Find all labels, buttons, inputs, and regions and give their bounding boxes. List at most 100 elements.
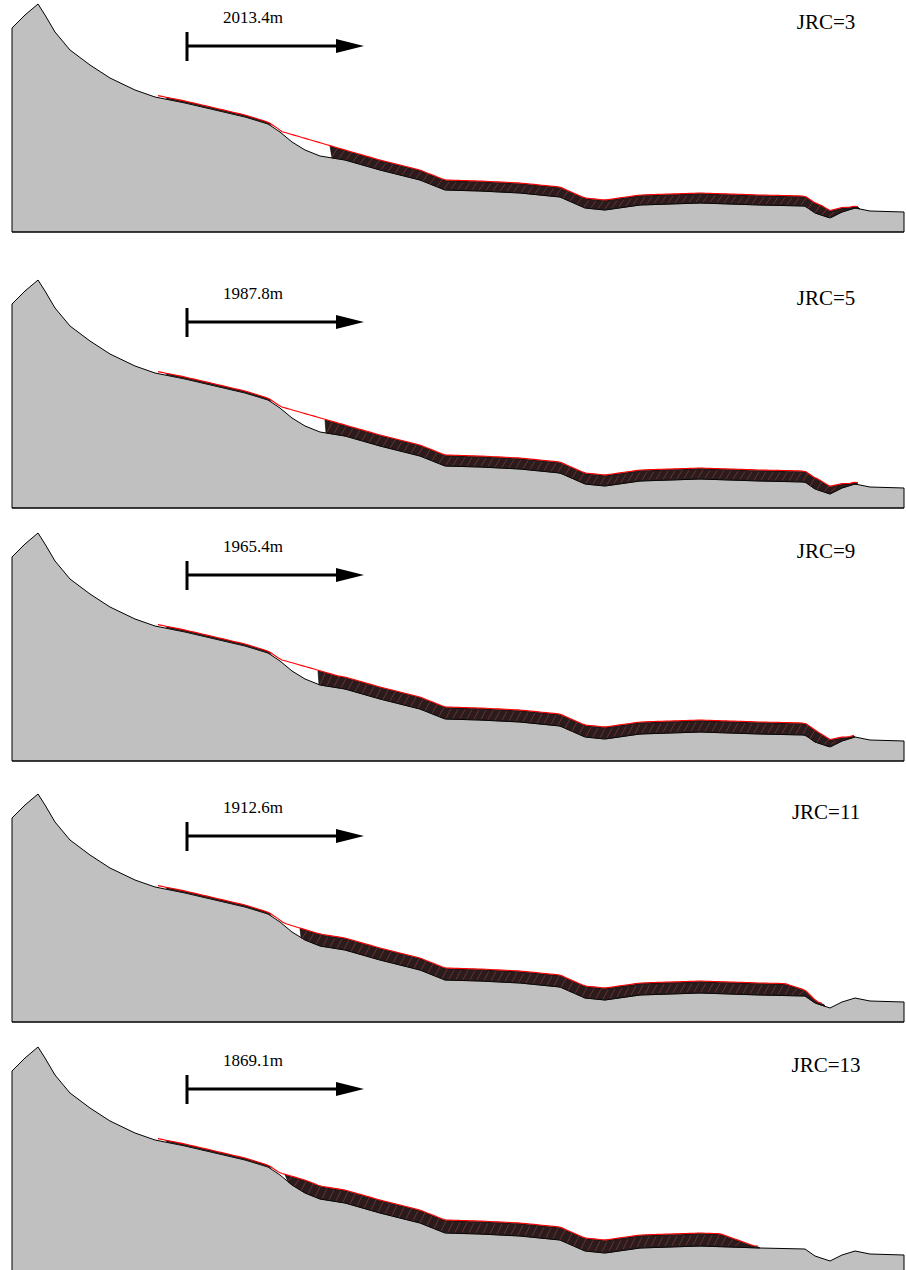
block-texture — [526, 974, 531, 983]
block-texture — [439, 707, 444, 716]
block-texture — [654, 196, 659, 203]
terrain-profile — [12, 533, 904, 761]
block-texture — [449, 970, 454, 979]
block-texture — [693, 1235, 698, 1245]
jrc-value: JRC=11 — [792, 802, 860, 823]
block-texture — [502, 459, 507, 467]
block-texture — [691, 722, 696, 731]
block-texture — [782, 725, 787, 734]
block-texture — [425, 702, 430, 711]
arrow-head — [336, 568, 364, 582]
block-texture — [775, 724, 780, 733]
block-texture — [505, 972, 510, 981]
block-texture — [747, 472, 752, 480]
block-texture — [493, 184, 498, 191]
block-texture — [521, 185, 526, 192]
block-texture — [710, 195, 715, 202]
block-texture — [735, 1242, 740, 1246]
block-texture — [442, 970, 447, 979]
block-texture — [698, 722, 703, 731]
block-texture — [322, 1189, 327, 1199]
block-texture — [726, 471, 731, 479]
block-texture — [330, 938, 335, 947]
block-texture — [635, 472, 640, 480]
arrow-shaft — [187, 45, 340, 48]
block-texture — [365, 946, 370, 955]
block-texture — [731, 196, 736, 203]
block-texture — [558, 464, 563, 472]
block-texture — [477, 971, 482, 980]
block-texture — [817, 482, 822, 490]
block-texture — [404, 444, 409, 452]
block-texture — [588, 1241, 593, 1251]
block-texture — [714, 1236, 719, 1246]
block-texture — [701, 983, 706, 992]
baseline — [12, 232, 904, 233]
block-texture — [537, 714, 542, 723]
block-texture — [467, 458, 472, 466]
runout-distance: 2013.4m — [223, 9, 283, 26]
block-texture — [680, 984, 685, 993]
block-texture — [563, 191, 568, 198]
block-texture — [754, 472, 759, 480]
block-texture — [479, 183, 484, 190]
block-texture — [346, 153, 351, 160]
block-texture — [645, 985, 650, 994]
block-texture — [591, 201, 596, 208]
block-texture — [644, 1237, 649, 1247]
block-texture — [393, 954, 398, 963]
block-texture — [600, 729, 605, 738]
block-texture — [705, 722, 710, 731]
block-texture — [497, 1224, 502, 1234]
block-texture — [509, 460, 514, 468]
deposit-outline — [158, 372, 858, 487]
block-texture — [434, 1218, 439, 1228]
block-texture — [509, 712, 514, 721]
block-texture — [673, 984, 678, 993]
block-texture — [390, 692, 395, 701]
block-texture — [512, 973, 517, 982]
block-texture — [712, 722, 717, 731]
block-texture — [427, 1216, 432, 1226]
terrain-profile — [12, 1047, 904, 1270]
block-texture — [619, 200, 624, 207]
block-texture — [703, 195, 708, 202]
block-texture — [810, 478, 815, 486]
block-texture — [519, 973, 524, 982]
profile-panel — [12, 1047, 904, 1270]
block-texture — [355, 430, 360, 438]
block-texture — [376, 688, 381, 697]
block-texture — [785, 986, 790, 994]
block-texture — [516, 460, 521, 468]
upper-deposit — [165, 626, 272, 656]
block-texture — [287, 1177, 292, 1181]
block-texture — [624, 987, 629, 996]
block-texture — [348, 428, 353, 436]
block-texture — [726, 723, 731, 732]
block-texture — [740, 471, 745, 479]
block-texture — [392, 1206, 397, 1216]
block-texture — [411, 697, 416, 706]
block-texture — [696, 195, 701, 202]
block-texture — [677, 723, 682, 732]
runout-distance: 1965.4m — [223, 538, 283, 555]
block-texture — [537, 462, 542, 470]
block-texture — [372, 948, 377, 957]
block-texture — [612, 201, 617, 208]
block-texture — [558, 716, 563, 725]
block-texture — [516, 712, 521, 721]
block-texture — [344, 940, 349, 949]
block-texture — [397, 442, 402, 450]
block-texture — [796, 725, 801, 734]
block-texture — [757, 985, 762, 994]
block-texture — [502, 711, 507, 720]
block-texture — [684, 470, 689, 478]
block-texture — [700, 1235, 705, 1245]
block-texture — [705, 470, 710, 478]
block-texture — [682, 196, 687, 203]
block-texture — [495, 711, 500, 720]
block-texture — [530, 461, 535, 469]
block-texture — [787, 198, 792, 205]
terrain-profile — [12, 794, 904, 1022]
